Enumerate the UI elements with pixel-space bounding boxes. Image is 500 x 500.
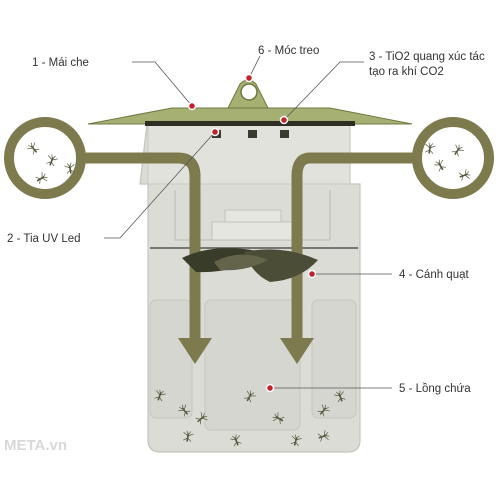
label-tio2-line1: 3 - TiO2 quang xúc tác <box>369 51 485 63</box>
label-tio2-line2: tạo ra khí CO2 <box>369 66 444 78</box>
leader-dots <box>187 73 317 393</box>
right-intake-circle <box>412 117 494 199</box>
label-hanging-hook: 6 - Móc treo <box>258 45 319 57</box>
airflow-arrows <box>82 152 416 338</box>
left-intake-circle <box>4 117 86 199</box>
label-cage: 5 - Lồng chứa <box>399 383 471 395</box>
leader-lines <box>104 55 392 389</box>
cage-compartments <box>149 299 357 431</box>
label-uv-led: 2 - Tia UV Led <box>7 233 81 245</box>
label-fan: 4 - Cánh quạt <box>399 269 469 281</box>
watermark: META.vn <box>4 437 67 454</box>
fan-blades <box>182 248 318 282</box>
label-canopy: 1 - Mái che <box>32 57 89 69</box>
